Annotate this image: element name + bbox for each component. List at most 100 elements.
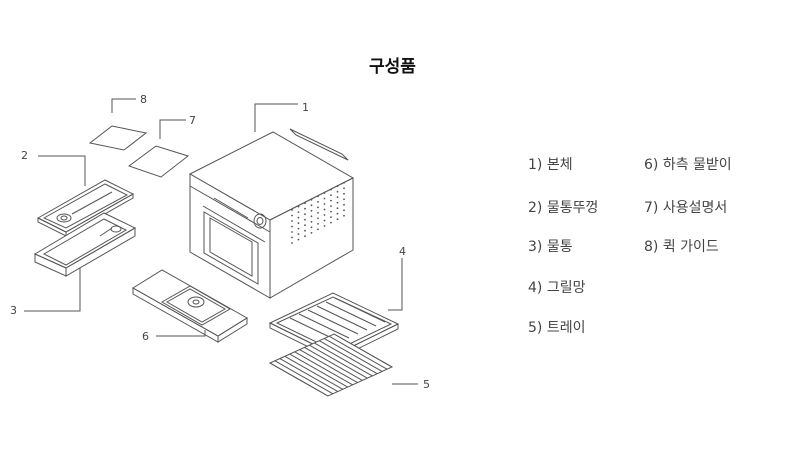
- vent-dot: [330, 210, 332, 213]
- vent-dot: [291, 236, 293, 239]
- vent-dot: [317, 223, 319, 225]
- vent-dot: [304, 213, 306, 216]
- vent-dot: [343, 214, 345, 217]
- vent-dot: [336, 201, 339, 204]
- water-tank-illustration: [24, 212, 137, 312]
- vent-dot: [323, 225, 326, 227]
- vent-dot: [297, 222, 300, 225]
- vent-dot: [291, 231, 293, 233]
- quick-guide-illustration: [88, 98, 148, 151]
- grill-wire: [294, 351, 353, 386]
- vent-dot: [304, 207, 306, 210]
- water-tank-lid-illustration: [36, 155, 135, 237]
- callout-4: 4: [399, 245, 406, 258]
- vent-dot: [304, 229, 306, 232]
- tray-rib: [334, 297, 386, 323]
- tray-rib: [325, 301, 377, 327]
- vent-dot: [304, 235, 306, 238]
- vent-dot: [343, 198, 345, 201]
- grill-net-illustration: [268, 333, 418, 397]
- grill-wire: [279, 358, 339, 392]
- grill-wire: [274, 360, 334, 395]
- vent-dot: [330, 216, 332, 219]
- callout-5: 5: [423, 378, 430, 391]
- vent-dot: [310, 198, 313, 201]
- vent-dot: [310, 204, 313, 207]
- vent-dot: [310, 226, 313, 229]
- grill-wire: [289, 353, 348, 388]
- part-item-tank-lid: 2) 물통뚜껑: [528, 200, 599, 216]
- vent-dot: [323, 197, 326, 200]
- vent-dot: [297, 216, 300, 219]
- page-title: 구성품: [369, 57, 416, 77]
- drip-tray-illustration: [132, 269, 248, 343]
- callout-2: 2: [21, 149, 28, 162]
- vent-dot: [304, 224, 306, 227]
- vent-dot: [317, 201, 319, 203]
- vent-dot: [310, 215, 313, 218]
- vent-dot: [297, 205, 300, 208]
- callout-3: 3: [10, 304, 17, 317]
- tray-rib: [298, 313, 350, 339]
- vent-dot: [317, 195, 319, 198]
- vent-dot: [343, 181, 345, 184]
- vent-dot: [317, 206, 319, 209]
- manual-illustration: [127, 119, 190, 178]
- part-item-grill-net: 4) 그릴망: [528, 280, 586, 296]
- vent-dot: [297, 211, 300, 214]
- oven-vent-dots: [291, 181, 345, 244]
- oven-body-illustration: [188, 103, 355, 299]
- grill-wire: [269, 362, 329, 397]
- vent-dot: [336, 190, 339, 193]
- vent-dot: [310, 231, 313, 234]
- vent-dot: [343, 192, 345, 195]
- vent-dot: [336, 196, 339, 199]
- part-item-body: 1) 본체: [528, 157, 573, 173]
- tray-rib: [316, 305, 368, 331]
- vent-dot: [323, 219, 326, 222]
- vent-dot: [323, 203, 326, 205]
- grill-wire: [323, 338, 383, 372]
- vent-dot: [323, 214, 326, 216]
- vent-dot: [297, 227, 300, 230]
- vent-dot: [336, 212, 339, 215]
- grill-wire: [304, 346, 363, 381]
- vent-dot: [330, 194, 332, 197]
- callout-7: 7: [189, 114, 196, 127]
- vent-dot: [317, 217, 319, 220]
- vent-dot: [330, 199, 332, 202]
- vent-dot: [291, 225, 293, 228]
- grill-wire: [328, 335, 388, 370]
- grill-wire: [299, 349, 358, 384]
- vent-dot: [343, 187, 345, 190]
- part-item-drip-tray: 6) 하측 물받이: [644, 157, 732, 173]
- vent-dot: [343, 203, 345, 206]
- part-item-water-tank: 3) 물통: [528, 239, 573, 255]
- vent-dot: [330, 221, 332, 224]
- grill-wire: [318, 340, 378, 375]
- vent-dot: [297, 238, 300, 241]
- grill-wire: [314, 342, 373, 377]
- vent-dot: [323, 192, 326, 194]
- vent-dot: [304, 218, 306, 221]
- grill-wire: [333, 333, 393, 368]
- vent-dot: [291, 220, 293, 222]
- part-item-tray: 5) 트레이: [528, 320, 586, 336]
- callout-6: 6: [142, 330, 149, 343]
- vent-dot: [317, 212, 319, 214]
- grill-wire: [284, 355, 344, 390]
- grill-wire: [309, 344, 368, 379]
- vent-dot: [336, 218, 339, 221]
- callout-8: 8: [140, 93, 147, 106]
- vent-dot: [330, 205, 332, 208]
- vent-dot: [336, 185, 339, 188]
- part-item-quick-guide: 8) 퀵 가이드: [644, 239, 719, 255]
- vent-dot: [323, 208, 326, 211]
- tray-rib: [307, 309, 359, 335]
- part-item-manual: 7) 사용설명서: [644, 200, 728, 216]
- vent-dot: [343, 209, 345, 212]
- vent-dot: [310, 209, 313, 212]
- callout-1: 1: [302, 101, 309, 114]
- vent-dot: [317, 228, 319, 231]
